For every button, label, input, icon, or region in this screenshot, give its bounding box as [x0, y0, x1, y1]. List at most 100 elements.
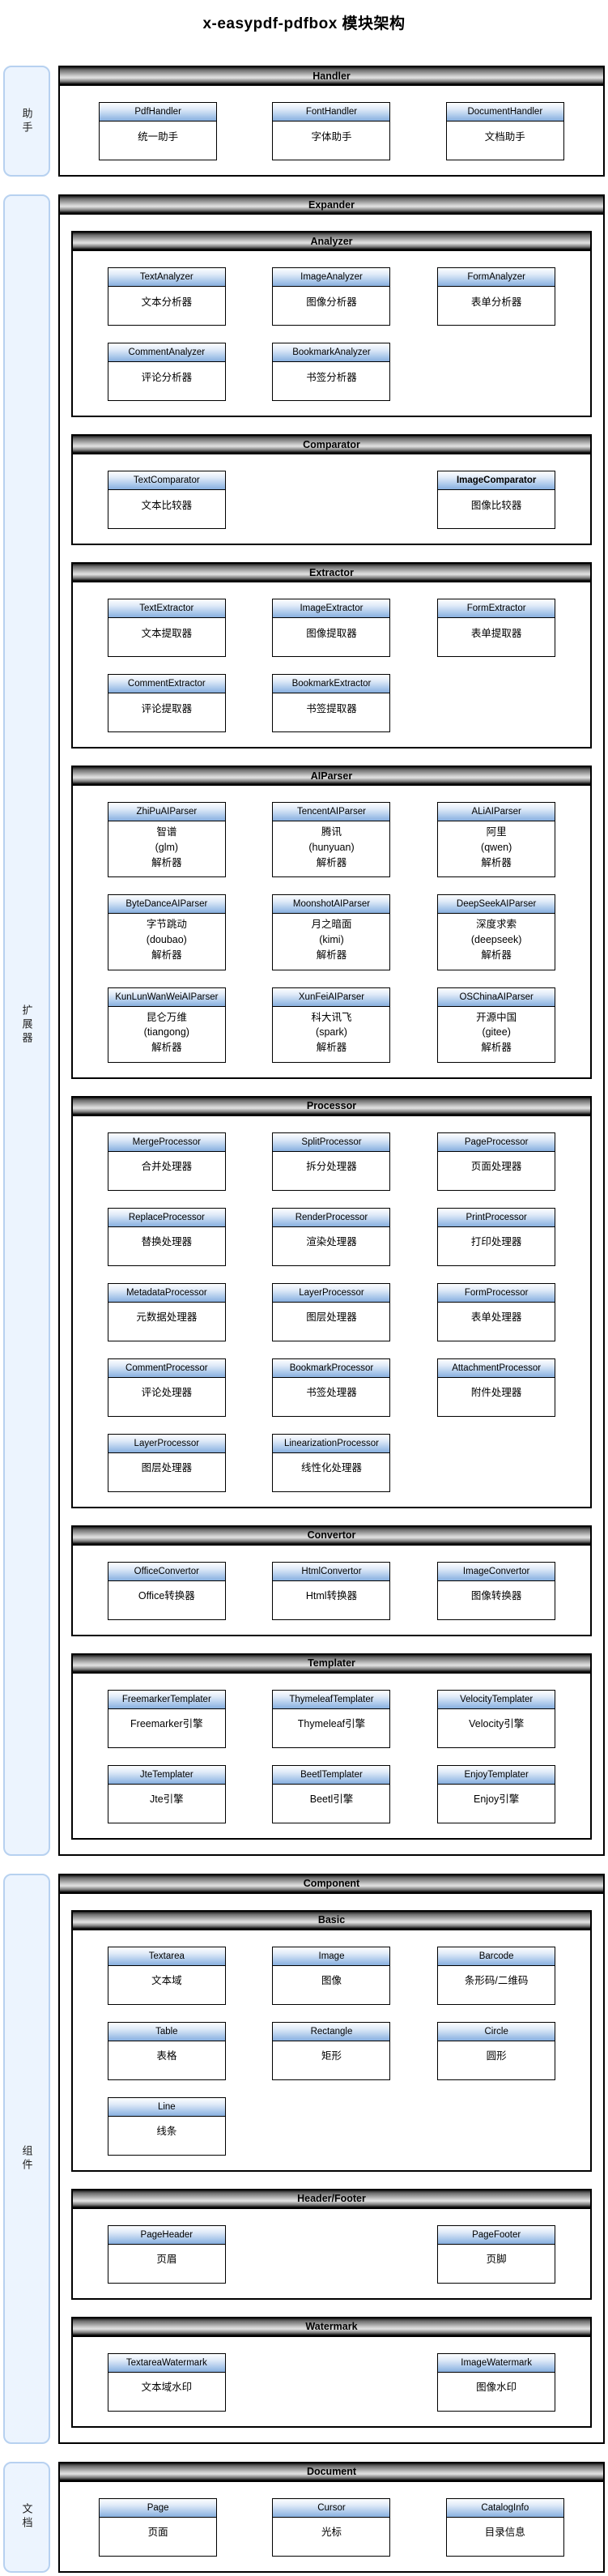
class-box-desc: Jte引擎: [108, 1785, 225, 1823]
class-box-desc: 页脚: [438, 2245, 555, 2283]
class-box-desc-line: 页眉: [156, 2254, 177, 2266]
class-box-desc-line: 条形码/二维码: [464, 1975, 529, 1987]
class-box-desc: 阿里(qwen)解析器: [438, 821, 555, 876]
class-box-desc-line: 科大讯飞: [311, 1011, 352, 1023]
class-box-title: BookmarkExtractor: [273, 675, 390, 693]
class-box-desc: 文本比较器: [108, 490, 225, 528]
class-box-desc: 书签提取器: [273, 693, 389, 731]
class-box-desc-line: 月之暗面: [311, 919, 352, 931]
class-box-desc-line: 表单提取器: [470, 627, 522, 639]
class-box-title: ByteDanceAIParser: [108, 895, 225, 915]
section-header-bar: Header/Footer: [73, 2190, 590, 2209]
class-box-desc: 评论处理器: [108, 1378, 225, 1416]
class-box-desc: 评论分析器: [108, 362, 225, 400]
section-header-bar: Analyzer: [73, 232, 590, 251]
class-box-title: MoonshotAIParser: [273, 895, 390, 915]
class-box-title: AttachmentProcessor: [438, 1358, 555, 1378]
class-box-desc-line: 表单分析器: [470, 296, 522, 308]
class-box-desc: 元数据处理器: [108, 1303, 225, 1341]
class-box-desc-line: 拆分处理器: [306, 1161, 357, 1173]
class-box-title: TextComparator: [108, 471, 225, 490]
class-box-desc-line: Freemarker引擎: [130, 1718, 203, 1730]
class-box-Barcode: Barcode 条形码/二维码: [437, 1946, 556, 2005]
class-box-desc: 附件处理器: [438, 1378, 555, 1416]
class-box-title: PrintProcessor: [438, 1208, 555, 1227]
class-box-desc-line: 解析器: [481, 949, 512, 961]
class-box-desc: Freemarker引擎: [108, 1709, 225, 1747]
class-box-title: ImageWatermark: [438, 2353, 555, 2373]
class-box-desc-line: 目录信息: [484, 2527, 525, 2539]
class-box-desc: 评论提取器: [108, 693, 225, 731]
class-box-PrintProcessor: PrintProcessor 打印处理器: [437, 1207, 556, 1266]
class-box-desc-line: 页面: [147, 2527, 168, 2539]
class-box-desc-line: 昆仑万维: [146, 1011, 187, 1023]
class-box-desc-line: 文本提取器: [141, 627, 193, 639]
class-box-desc-line: 统一助手: [138, 130, 179, 143]
class-box-desc-line: 打印处理器: [470, 1236, 522, 1248]
class-box-title: TextareaWatermark: [108, 2353, 225, 2373]
class-box-desc-line: 图像分析器: [306, 296, 357, 308]
class-box-desc: 表单处理器: [438, 1303, 555, 1341]
rail-label-document: 文档: [3, 2461, 50, 2573]
class-box-desc: 条形码/二维码: [438, 1966, 555, 2004]
class-box-desc-line: 文本域: [151, 1975, 182, 1987]
class-box-desc: Velocity引擎: [438, 1709, 555, 1747]
class-box-desc-line: 字体助手: [311, 130, 352, 143]
class-box-desc-line: (glm): [155, 841, 179, 853]
rail-label-handler: 助手: [3, 66, 50, 177]
class-box-title: PageProcessor: [438, 1132, 555, 1152]
class-box-desc-line: 评论提取器: [141, 702, 193, 714]
class-box-desc: 统一助手: [100, 122, 216, 160]
class-box-desc-line: 光标: [321, 2527, 342, 2539]
class-box-desc-line: 字节跳动: [146, 919, 187, 931]
class-box-desc: 图像提取器: [273, 618, 389, 656]
class-box-title: TencentAIParser: [273, 803, 390, 821]
class-box-title: ZhiPuAIParser: [108, 803, 225, 821]
class-box-title: XunFeiAIParser: [273, 987, 390, 1007]
class-box-desc: 科大讯飞(spark)解析器: [273, 1007, 389, 1062]
class-box-title: LayerProcessor: [273, 1283, 390, 1303]
class-box-desc: 文档助手: [447, 122, 563, 160]
class-box-desc-line: 解析器: [151, 856, 182, 868]
class-box-desc: 图层处理器: [108, 1453, 225, 1491]
class-box-desc-line: 阿里: [486, 826, 507, 838]
class-box-desc-line: 解析器: [481, 856, 512, 868]
class-box-desc-line: 图像比较器: [470, 499, 522, 511]
class-box-desc-line: 书签分析器: [306, 371, 357, 383]
class-box-title: Barcode: [438, 1947, 555, 1966]
